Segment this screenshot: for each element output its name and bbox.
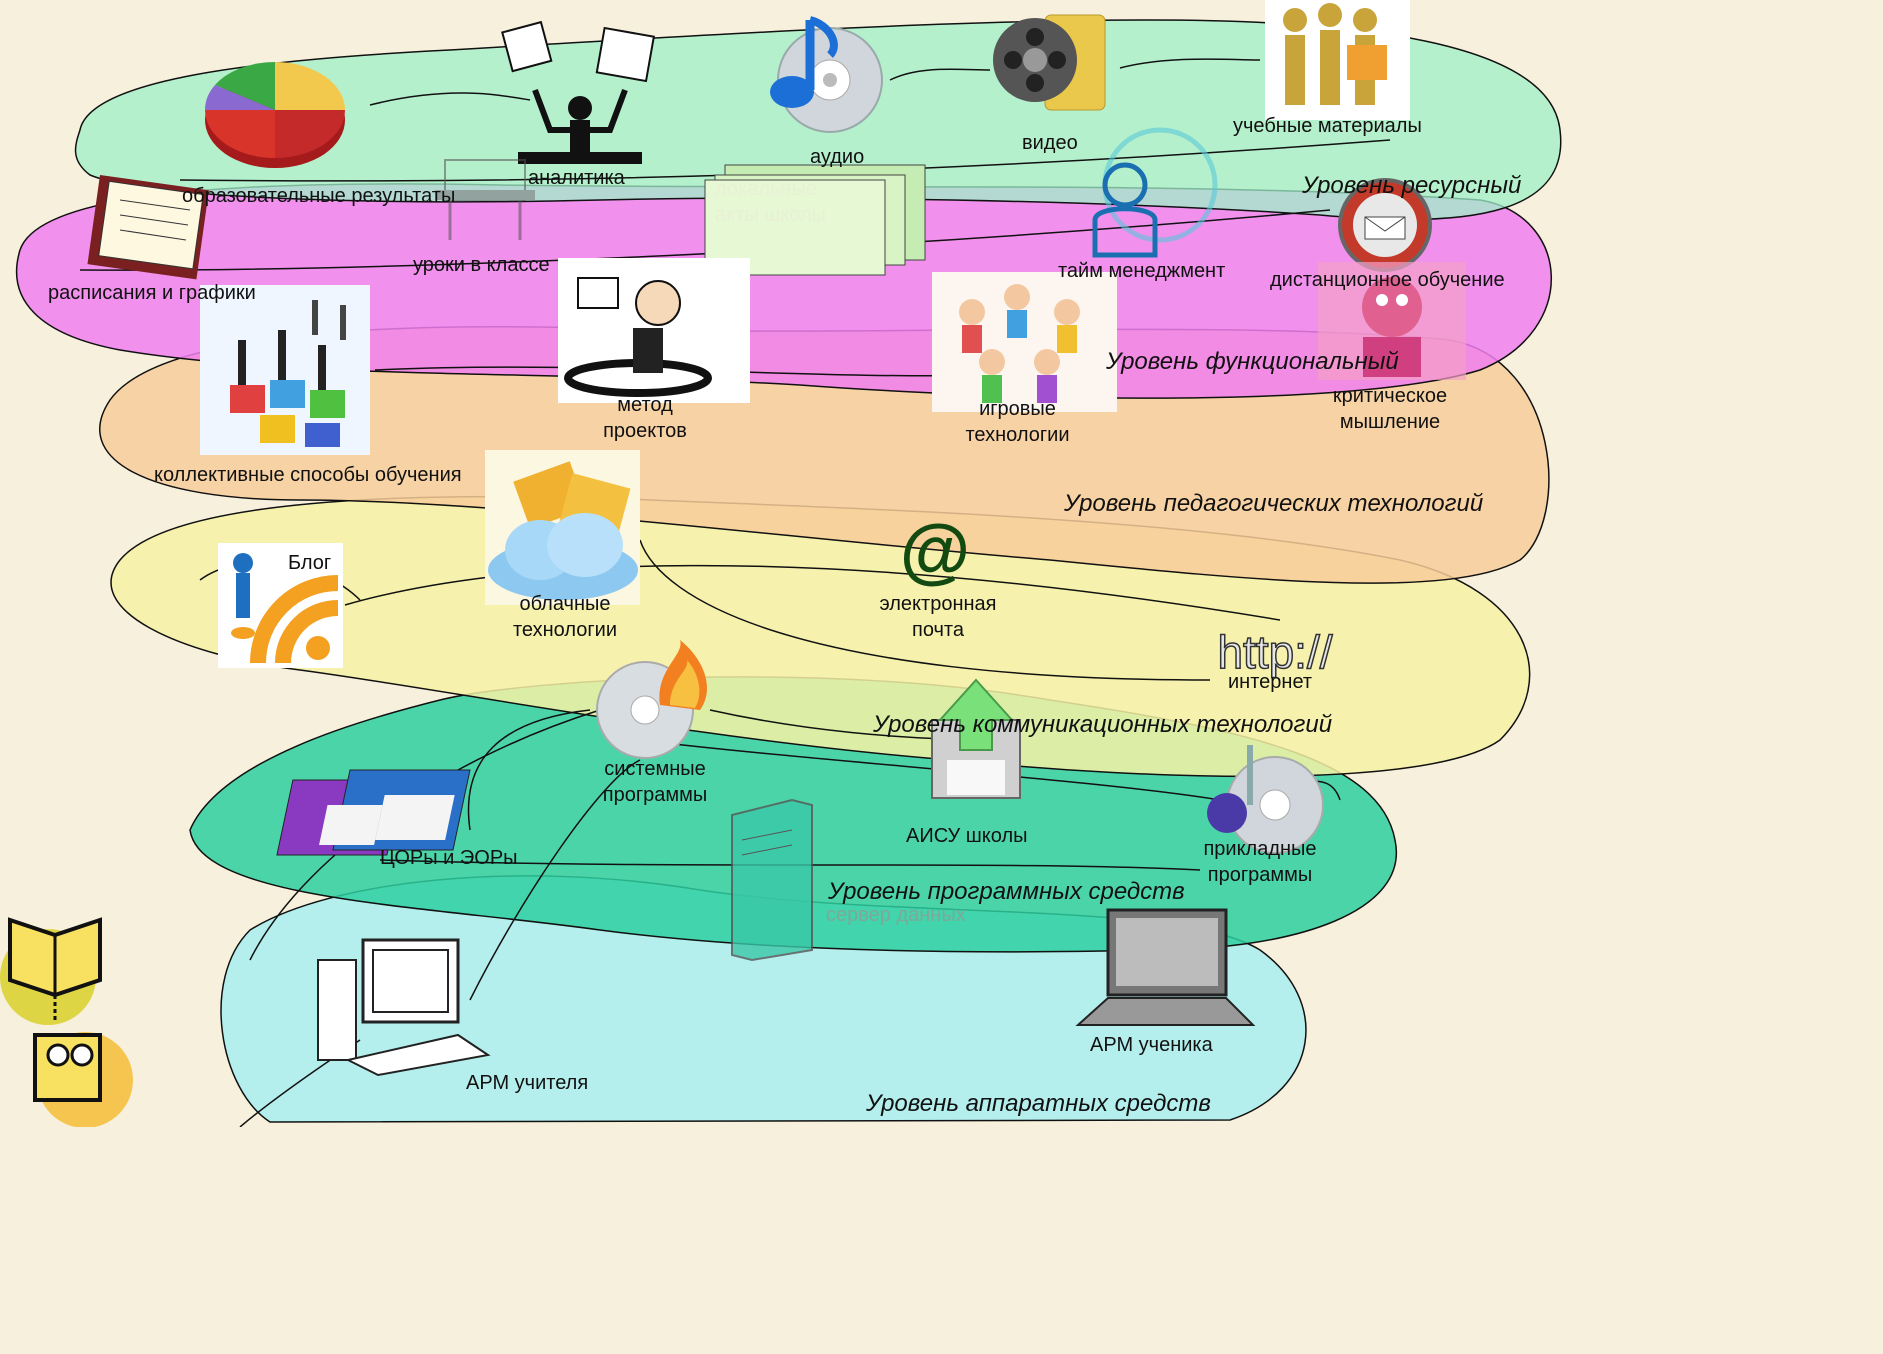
label-lessons: уроки в классе — [413, 254, 550, 276]
floppy-disks-icon — [276, 769, 471, 856]
children-circle-icon — [932, 272, 1117, 412]
analyst-icon — [501, 20, 656, 164]
documents-icon — [704, 164, 926, 276]
folders-cloud-icon — [485, 450, 640, 605]
label-local-acts: локальные акты школы — [715, 178, 826, 226]
level-title-communication: Уровень коммуникационных технологий — [873, 711, 1333, 738]
pie-chart-icon — [204, 61, 345, 168]
level-title-hardware: Уровень аппаратных средств — [866, 1090, 1211, 1117]
audio-cd-icon — [770, 16, 883, 133]
server-tower-icon — [731, 798, 813, 962]
label-project-method: метод проектов — [603, 394, 687, 442]
desktop-pc-icon — [317, 938, 491, 1077]
http-text-icon: http:// — [1217, 626, 1332, 678]
level-layers: @ http:// — [0, 0, 1562, 1127]
label-game-tech: игровые технологии — [965, 398, 1070, 446]
label-distance-learning: дистанционное обучение — [1270, 269, 1505, 291]
level-title-pedagogical: Уровень педагогических технологий — [1064, 490, 1484, 517]
clock-person-icon — [1092, 127, 1218, 258]
label-time-management: тайм менеджмент — [1058, 260, 1226, 282]
music-cd-icon — [1207, 745, 1324, 854]
label-study-materials: учебные материалы — [1233, 115, 1422, 137]
label-student-ws: АРМ ученика — [1090, 1034, 1213, 1056]
book-reader-icon — [0, 917, 133, 1127]
business-puzzle-icon — [200, 285, 370, 455]
school-desk-icon — [435, 159, 535, 240]
label-critical-thinking: критическое мышление — [1332, 385, 1448, 433]
label-collective-learning: коллективные способы обучения — [154, 464, 462, 486]
label-video: видео — [1022, 132, 1078, 154]
notebook-icon — [87, 175, 209, 280]
at-sign-icon: @ — [900, 511, 970, 591]
label-cor-eor: ЦОРы и ЭОРы — [380, 847, 518, 869]
rss-blog-icon — [218, 543, 343, 668]
burning-cd-icon — [596, 640, 708, 759]
team-figures-icon — [1265, 0, 1410, 120]
label-schedules: расписания и графики — [48, 282, 256, 304]
label-edu-results: образовательные результаты — [182, 185, 456, 207]
laptop-icon — [1075, 908, 1256, 1026]
level-title-functional: Уровень функциональный — [1106, 348, 1399, 375]
film-reel-icon — [993, 14, 1106, 111]
label-cloud-tech: облачные технологии — [512, 593, 617, 641]
label-data-server: сервер данных — [826, 904, 966, 926]
label-aisu: АИСУ школы — [906, 825, 1028, 847]
level-title-resource: Уровень ресурсный — [1302, 172, 1522, 199]
project-character-icon — [558, 258, 750, 403]
label-internet: интернет — [1228, 671, 1313, 693]
save-disk-icon — [931, 678, 1021, 799]
mail-globe-icon — [1338, 178, 1432, 272]
level-title-software: Уровень программных средств — [828, 878, 1185, 905]
label-system-programs: системные программы — [602, 758, 708, 806]
label-blog: Блог — [288, 552, 332, 574]
label-analytics: аналитика — [528, 167, 625, 189]
diagram-stage: @ http:// образовательные результаты ана… — [0, 0, 1562, 1127]
label-teacher-ws: АРМ учителя — [466, 1072, 589, 1094]
label-applied-programs: прикладные программы — [1203, 838, 1317, 886]
thinker-icon — [1318, 262, 1466, 380]
label-audio: аудио — [810, 146, 865, 168]
label-email: электронная почта — [879, 593, 997, 641]
